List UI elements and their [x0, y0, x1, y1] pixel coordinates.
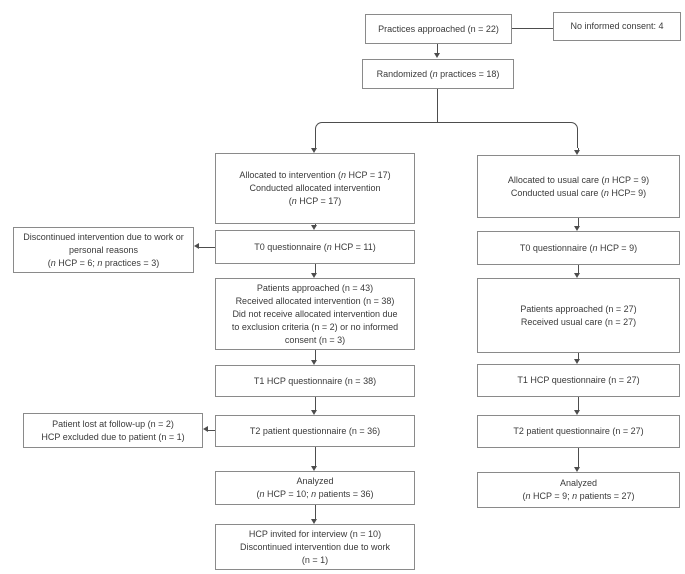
box-discontinued-intervention: Discontinued intervention due to work or… [13, 227, 194, 273]
box-line: T1 HCP questionnaire (n = 27) [517, 375, 640, 385]
arrowhead-into-analyzed-usual-care [574, 467, 580, 472]
box-randomized: Randomized (n practices = 18) [362, 59, 514, 89]
box-line: to exclusion criteria (n = 2) or no info… [231, 321, 399, 332]
arrowhead-into-hcp-interview [311, 519, 317, 524]
arrowhead-into-t1-intervention [311, 360, 317, 365]
connector-t2-to-patient-lost [208, 430, 215, 431]
box-line: Received allocated intervention (n = 38) [235, 295, 395, 306]
box-line: HCP excluded due to patient (n = 1) [41, 431, 185, 442]
box-patients-usual-care: Patients approached (n = 27) Received usu… [477, 278, 680, 353]
box-line: T0 questionnaire (n HCP = 9) [519, 242, 638, 253]
box-line: (n HCP = 17) [288, 196, 342, 206]
connector-randomized-to-branch [437, 89, 438, 122]
connector-patients-to-t1-intervention [315, 350, 316, 360]
box-line: Randomized (n practices = 18) [376, 68, 500, 79]
arrowhead-into-t2-usual-care [574, 410, 580, 415]
connector-t2-to-analyzed-usual-care [578, 448, 579, 467]
connector-t0-to-discontinued [199, 247, 215, 248]
box-no-informed-consent: No informed consent: 4 [553, 12, 681, 41]
box-t2-intervention: T2 patient questionnaire (n = 36) [215, 415, 415, 447]
box-practices-approached: Practices approached (n = 22) [365, 14, 512, 44]
box-line: (n HCP = 6; n practices = 3) [47, 257, 160, 268]
connector-allocated-to-t0-usual-care [578, 218, 579, 226]
connector-t0-to-patients-usual-care [578, 265, 579, 273]
box-allocated-intervention: Allocated to intervention (n HCP = 17) Co… [215, 153, 415, 224]
box-t0-usual-care: T0 questionnaire (n HCP = 9) [477, 231, 680, 265]
arrowhead-into-patient-lost [203, 426, 208, 432]
connector-t1-to-t2-intervention [315, 397, 316, 410]
box-line: (n = 1) [301, 554, 329, 565]
connector-practices-to-no-consent [512, 28, 553, 29]
box-line: Discontinued intervention due to work [239, 541, 391, 552]
box-line: Conducted usual care (n HCP= 9) [510, 187, 647, 198]
connector-analyzed-to-interview [315, 505, 316, 519]
box-line: Analyzed [296, 476, 334, 486]
connector-t1-to-t2-usual-care [578, 397, 579, 410]
box-t2-usual-care: T2 patient questionnaire (n = 27) [477, 415, 680, 448]
box-line: T2 patient questionnaire (n = 27) [513, 426, 644, 436]
box-line: (n HCP = 9; n patients = 27) [522, 491, 635, 501]
connector-t0-to-patients-intervention [315, 264, 316, 273]
arrowhead-into-patients-usual-care [574, 273, 580, 278]
arrowhead-into-t2-intervention [311, 410, 317, 415]
box-hcp-interview: HCP invited for interview (n = 10) Discon… [215, 524, 415, 570]
box-line: Did not receive allocated intervention d… [232, 308, 398, 319]
arrowhead-into-allocated-usual-care [574, 150, 580, 155]
box-line: (n HCP = 10; n patients = 36) [256, 489, 374, 499]
connector-allocated-to-t0-intervention [315, 224, 316, 225]
box-line: Received usual care (n = 27) [520, 316, 637, 327]
arrowhead-into-allocated-intervention [311, 148, 317, 153]
box-line: T1 HCP questionnaire (n = 38) [253, 375, 377, 386]
box-line: HCP invited for interview (n = 10) [248, 528, 382, 539]
box-line: Discontinued intervention due to work or [23, 231, 184, 242]
arrowhead-into-t0-intervention [311, 225, 317, 230]
box-line: Analyzed [559, 478, 598, 488]
box-analyzed-usual-care: Analyzed (n HCP = 9; n patients = 27) [477, 472, 680, 508]
box-line: Practices approached (n = 22) [378, 23, 499, 34]
connector-practices-to-randomized [437, 44, 438, 53]
box-line: personal reasons [68, 244, 139, 255]
box-line: Allocated to usual care (n HCP = 9) [507, 174, 650, 185]
arrowhead-into-t0-usual-care [574, 226, 580, 231]
arrowhead-into-t1-usual-care [574, 359, 580, 364]
connector-branch-split [315, 122, 578, 148]
arrowhead-into-patients-intervention [311, 273, 317, 278]
box-analyzed-intervention: Analyzed (n HCP = 10; n patients = 36) [215, 471, 415, 505]
box-line: Allocated to intervention (n HCP = 17) [239, 170, 391, 180]
box-line: Patient lost at follow-up (n = 2) [52, 418, 174, 429]
connector-patients-to-t1-usual-care [578, 353, 579, 359]
arrowhead-into-analyzed-intervention [311, 466, 317, 471]
arrowhead-into-discontinued [194, 243, 199, 249]
arrowhead-into-randomized [434, 53, 440, 58]
box-patient-lost: Patient lost at follow-up (n = 2) HCP exc… [23, 413, 203, 448]
box-line: Patients approached (n = 43) [256, 282, 374, 293]
box-line: T0 questionnaire (n HCP = 11) [254, 241, 376, 252]
box-t1-intervention: T1 HCP questionnaire (n = 38) [215, 365, 415, 397]
connector-t2-to-analyzed-intervention [315, 447, 316, 466]
connector-branch-right-stub [578, 148, 579, 150]
box-allocated-usual-care: Allocated to usual care (n HCP = 9) Condu… [477, 155, 680, 218]
box-t1-usual-care: T1 HCP questionnaire (n = 27) [477, 364, 680, 397]
box-line: No informed consent: 4 [570, 21, 664, 31]
box-line: T2 patient questionnaire (n = 36) [249, 425, 381, 436]
box-line: Conducted allocated intervention [249, 183, 381, 193]
box-line: consent (n = 3) [284, 334, 346, 345]
box-line: Patients approached (n = 27) [520, 303, 637, 314]
box-t0-intervention: T0 questionnaire (n HCP = 11) [215, 230, 415, 264]
box-patients-intervention: Patients approached (n = 43) Received all… [215, 278, 415, 350]
